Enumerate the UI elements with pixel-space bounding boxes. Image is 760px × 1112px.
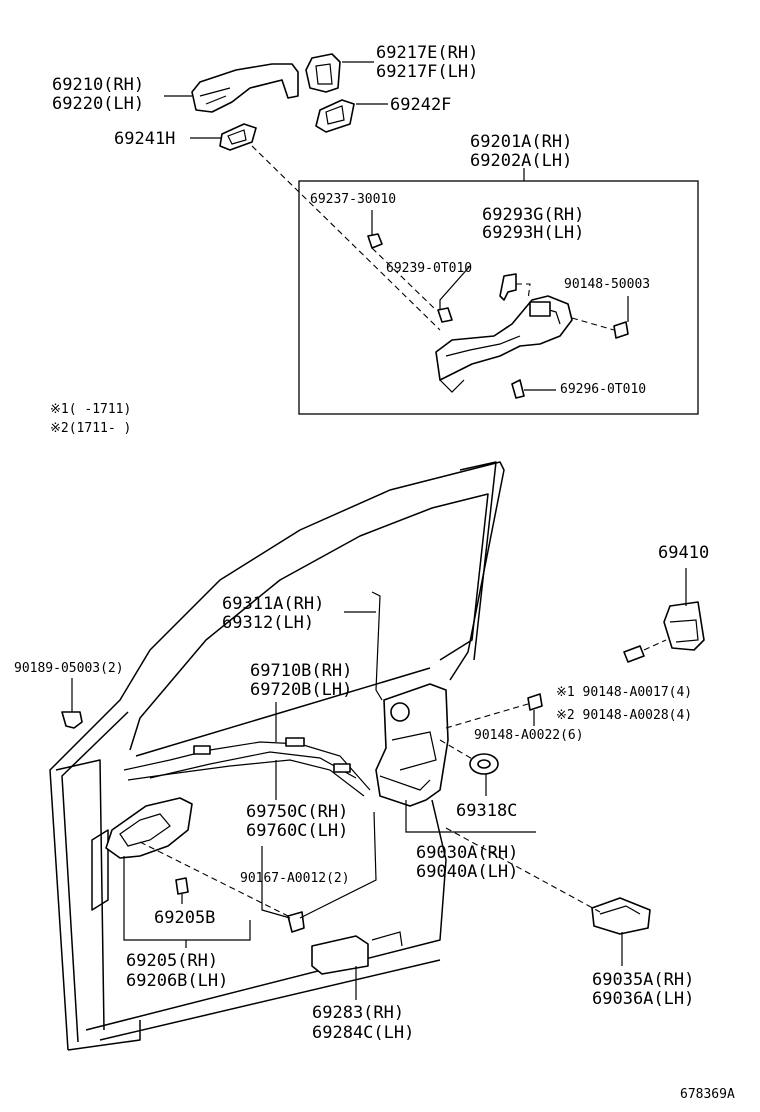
label-69036a: 69036A(LH)	[592, 989, 694, 1009]
label-69201a: 69201A(RH)	[470, 132, 572, 152]
bolt-69237	[367, 233, 383, 249]
handle-cap	[305, 53, 341, 93]
outside-handle	[191, 63, 299, 113]
label-69217f: 69217F(LH)	[376, 62, 478, 82]
screw-90167	[261, 811, 377, 933]
label-69239: 69239-0T010	[386, 261, 472, 276]
label-69205: 69205(RH)	[126, 951, 218, 971]
label-69220: 69220(LH)	[52, 94, 144, 114]
label-69030a: 69030A(RH)	[416, 843, 518, 863]
screw-90148-50003	[613, 321, 629, 339]
label-69210: 69210(RH)	[52, 75, 144, 95]
label-69035a: 69035A(RH)	[592, 970, 694, 990]
label-69205b: 69205B	[154, 908, 215, 928]
label-90148-a0022: 90148-A0022(6)	[474, 728, 584, 743]
label-90148-a0028: ※2 90148-A0028(4)	[556, 708, 692, 723]
clip-90189	[61, 678, 83, 729]
bolt-69239	[437, 307, 453, 323]
label-69202a: 69202A(LH)	[470, 151, 572, 171]
handle-pad-rear	[315, 99, 355, 133]
door-cover-69283	[311, 931, 403, 1000]
label-69311a: 69311A(RH)	[222, 594, 324, 614]
label-69242f: 69242F	[390, 95, 451, 115]
label-69206b: 69206B(LH)	[126, 971, 228, 991]
washer-69318c	[439, 739, 499, 796]
lock-cables	[123, 702, 371, 800]
label-69237: 69237-30010	[310, 192, 396, 207]
screw-69296	[511, 379, 525, 399]
label-69760c: 69760C(LH)	[246, 821, 348, 841]
label-90148-50003: 90148-50003	[564, 277, 650, 292]
label-90148-a0017: ※1 90148-A0017(4)	[556, 685, 692, 700]
inside-handle	[105, 797, 289, 948]
label-69217e: 69217E(RH)	[376, 43, 478, 63]
door-outline	[49, 461, 505, 1051]
illustration-reference: 678369A	[680, 1087, 735, 1102]
bracket-69293	[499, 273, 517, 301]
label-69720b: 69720B(LH)	[250, 680, 352, 700]
label-69710b: 69710B(RH)	[250, 661, 352, 681]
label-69312: 69312(LH)	[222, 613, 314, 633]
screw-69205b	[175, 877, 189, 904]
label-90167: 90167-A0012(2)	[240, 871, 350, 886]
handle-frame-box	[298, 180, 699, 415]
label-69750c: 69750C(RH)	[246, 802, 348, 822]
lock-rod	[344, 591, 383, 701]
label-69284c: 69284C(LH)	[312, 1023, 414, 1043]
door-lock-assembly	[375, 683, 536, 833]
label-69293g: 69293G(RH)	[482, 205, 584, 225]
label-69293h: 69293H(LH)	[482, 223, 584, 243]
label-69241h: 69241H	[114, 129, 175, 149]
label-69040a: 69040A(LH)	[416, 862, 518, 882]
label-69283: 69283(RH)	[312, 1003, 404, 1023]
note-1: ※1( -1711)	[50, 402, 131, 417]
handle-frame	[435, 295, 573, 393]
label-69296: 69296-0T010	[560, 382, 646, 397]
screw-90148-a0022	[445, 693, 543, 729]
label-69410: 69410	[658, 543, 709, 563]
lock-bracket	[445, 827, 651, 966]
label-69318c: 69318C	[456, 801, 517, 821]
label-90189: 90189-05003(2)	[14, 661, 124, 676]
door-striker	[623, 568, 705, 663]
note-2: ※2(1711- )	[50, 421, 131, 436]
handle-pad-front	[219, 123, 257, 151]
